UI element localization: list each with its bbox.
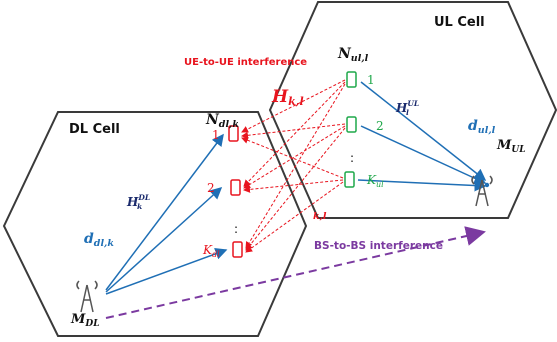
dl-phone-k-icon (232, 241, 243, 258)
dl-user-k-label: Kdl (202, 243, 220, 259)
ul-base-station-icon (471, 175, 493, 207)
m-dl-symbol: MDL (70, 312, 100, 329)
dl-user-phones (228, 125, 243, 258)
ul-user-1-label: 1 (367, 73, 375, 87)
dl-phone-2-icon (230, 179, 241, 196)
signal-arrows (105, 81, 487, 295)
ul-user-k-label: Kul (366, 173, 384, 189)
dl-user-dots-label: : (234, 222, 238, 236)
ul-user-phones (344, 71, 357, 188)
h-kl-symbol: Hk,l (271, 87, 304, 108)
dl-cell-label: DL Cell (69, 122, 120, 137)
ul-phone-k-icon (344, 171, 355, 188)
ul-user-2-label: 2 (376, 119, 384, 133)
ul-phone-1-icon (346, 71, 357, 88)
dl-base-station-icon (76, 280, 98, 313)
ul-bs-hub (484, 182, 490, 188)
dl-cell-hexagon (2, 111, 308, 337)
h-dl-symbol: HDL k (126, 189, 154, 211)
m-ul-symbol: MUL (496, 138, 526, 155)
bs-to-bs-arrow (105, 226, 486, 319)
d-ul-symbol: dul,l (468, 118, 496, 136)
n-ul-symbol: Nul,l (337, 46, 369, 64)
dl-phone-1-icon (228, 125, 239, 142)
ue-to-ue-label: UE-to-UE interference (184, 57, 307, 68)
ul-user-dots-label: : (350, 151, 354, 165)
n-dl-symbol: Ndl,k (205, 112, 239, 130)
ue-to-ue-arrows (241, 79, 346, 253)
d-dl-symbol: ddl,k (84, 231, 114, 249)
ul-phone-2-icon (346, 116, 357, 133)
h-kl-small-label: k,l (313, 211, 327, 222)
ul-cell-hexagon (268, 1, 557, 219)
ul-cell-label: UL Cell (434, 15, 485, 30)
dl-user-1-label: 1 (212, 128, 220, 142)
dl-user-2-label: 2 (207, 181, 215, 195)
h-ul-symbol: HUL l (395, 95, 423, 117)
